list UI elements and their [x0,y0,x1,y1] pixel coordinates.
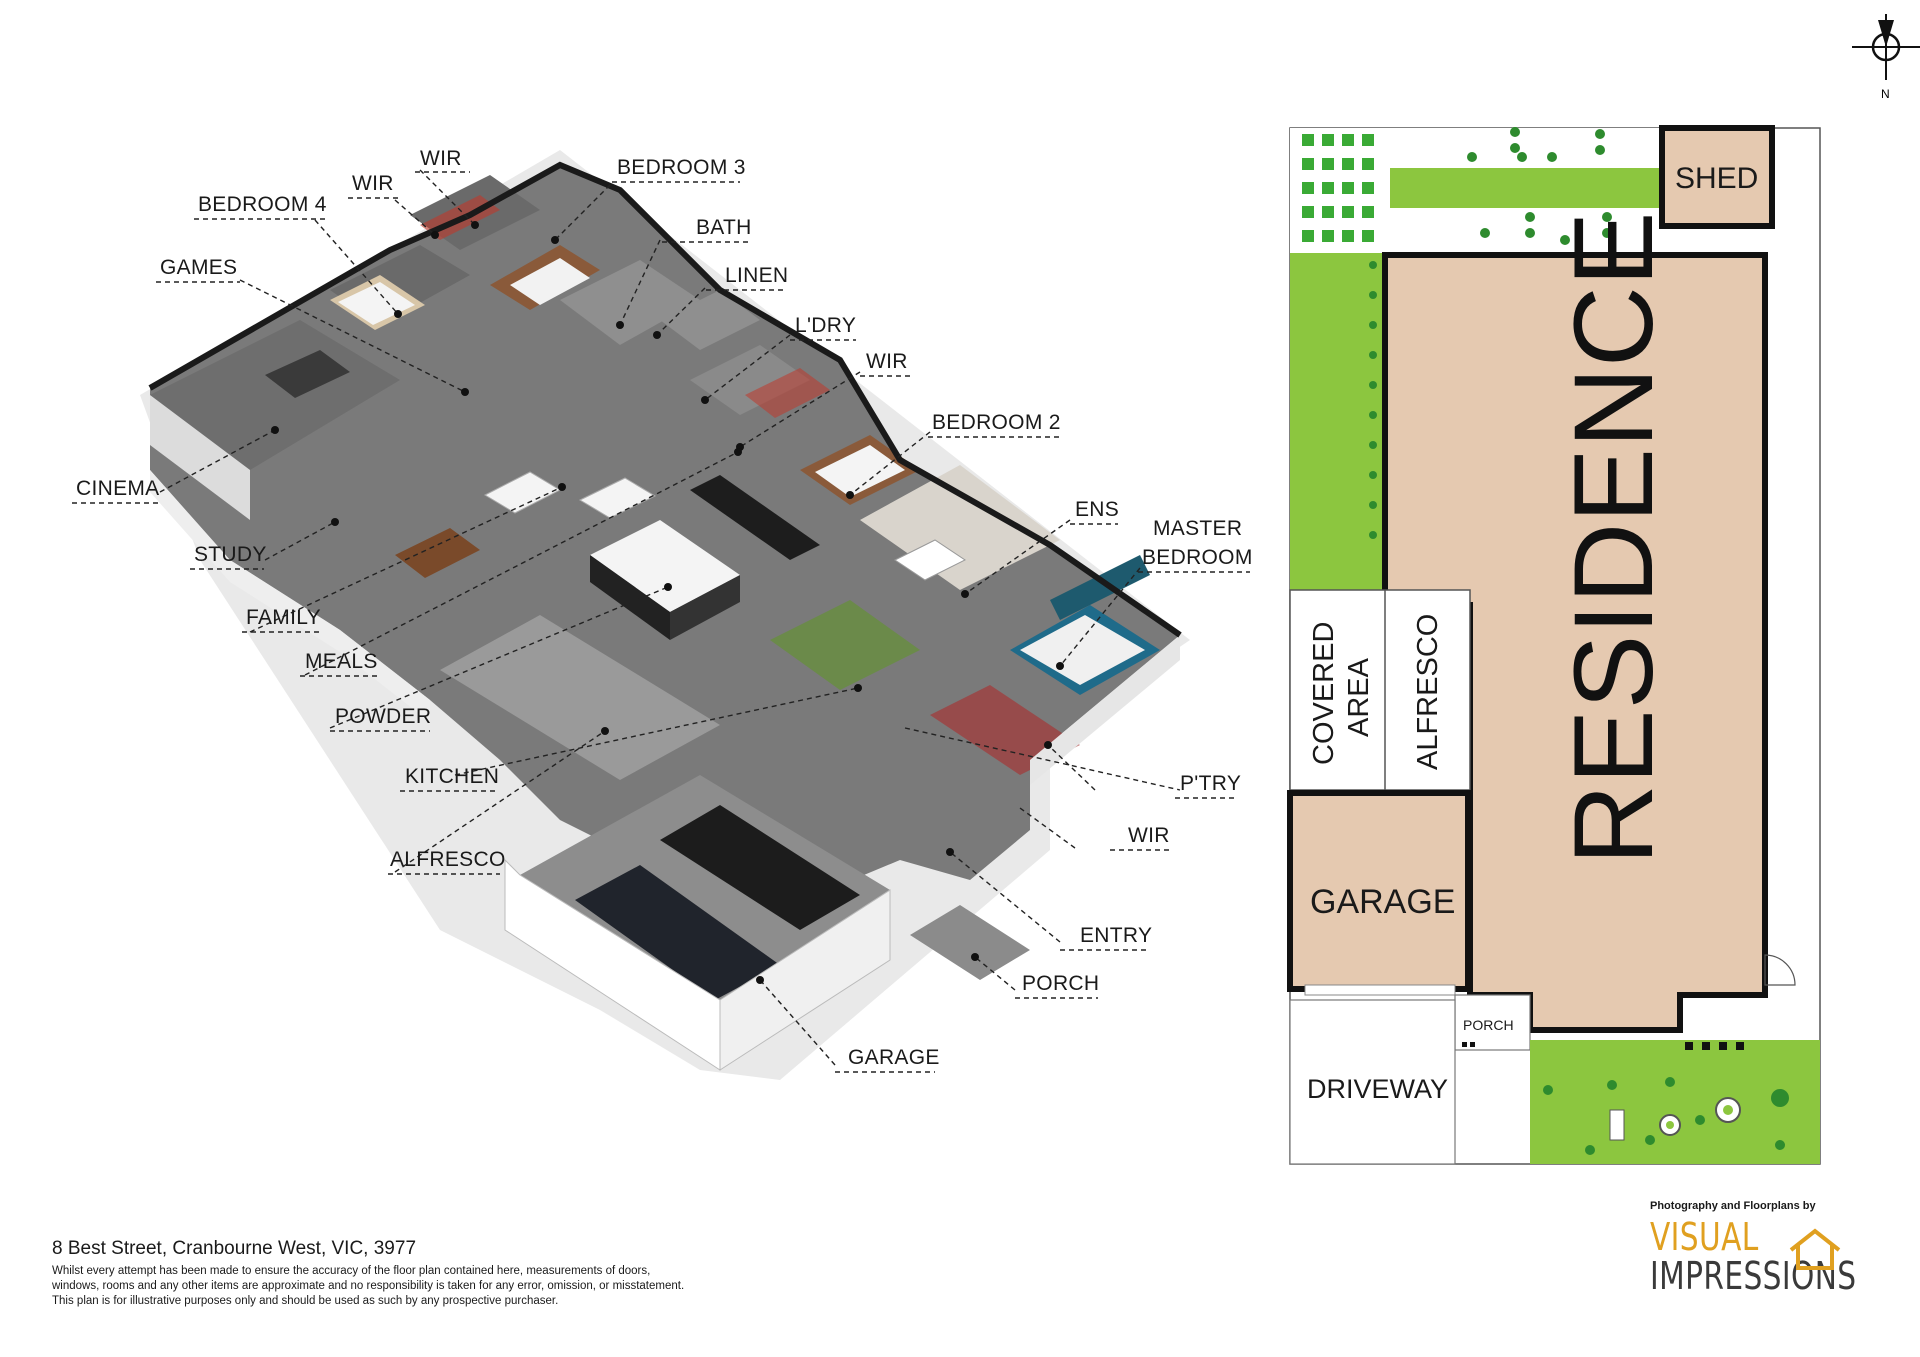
shed [1659,125,1775,229]
label-entry: ENTRY [1080,924,1152,947]
label-master-2: BEDROOM [1142,546,1253,569]
porch-site-label: PORCH [1463,1017,1514,1033]
alfresco-site-label: ALFRESCO [1412,614,1444,770]
label-linen: LINEN [725,264,788,287]
disclaimer-line-1: Whilst every attempt has been made to en… [52,1265,651,1277]
label-wir-left: WIR [352,172,394,195]
label-kitchen: KITCHEN [405,765,499,788]
label-powder: POWDER [335,705,431,728]
covered-label-2: AREA [1343,657,1375,737]
label-wir-low: WIR [1128,824,1170,847]
credit-line: Photography and Floorplans by [1650,1200,1816,1212]
brand-name-bottom: IMPRESSIONS [1650,1254,1857,1298]
label-porch: PORCH [1022,972,1099,995]
driveway-label: DRIVEWAY [1307,1074,1448,1104]
label-games: GAMES [160,256,237,279]
footer: 8 Best Street, Cranbourne West, VIC, 397… [52,1238,832,1309]
iso-labels: WIR WIR BEDROOM 3 BEDROOM 4 BATH GAMES L… [72,147,1253,1073]
label-meals: MEALS [305,650,378,673]
iso-dots [271,221,1064,984]
label-master-1: MASTER [1153,517,1242,540]
label-bedroom-4: BEDROOM 4 [198,193,327,216]
site-plan: SHED RESIDENCE COVERED AREA ALFRESCO GAR… [1287,125,1821,1165]
label-cinema: CINEMA [76,477,159,500]
iso-leaders [159,169,1181,1066]
shed-label: SHED [1675,162,1758,195]
label-study: STUDY [194,543,267,566]
disclaimer-line-3: This plan is for illustrative purposes o… [52,1295,559,1307]
label-wir-mid: WIR [866,350,908,373]
residence-label: RESIDENCE [1551,212,1676,865]
label-ens: ENS [1075,498,1119,521]
isometric-house [140,150,1190,1080]
garage-site-label: GARAGE [1310,883,1455,921]
label-ptry: P'TRY [1180,772,1241,795]
photographer-credit: Photography and Floorplans by VISUAL IMP… [1650,1200,1880,1296]
house-logo-icon [1789,1228,1841,1270]
label-bedroom-2: BEDROOM 2 [932,411,1061,434]
brand-name-top: VISUAL [1650,1215,1759,1259]
disclaimer: Whilst every attempt has been made to en… [52,1264,832,1309]
disclaimer-line-2: windows, rooms and any other items are a… [52,1280,685,1292]
north-label: N [1881,87,1890,101]
property-address: 8 Best Street, Cranbourne West, VIC, 397… [52,1238,417,1259]
label-garage-iso: GARAGE [848,1046,940,1069]
label-family: FAMILY [246,606,321,629]
label-laundry: L'DRY [795,314,856,337]
label-bedroom-3: BEDROOM 3 [617,156,746,179]
label-bath: BATH [696,216,752,239]
label-wir-top: WIR [420,147,462,170]
covered-label-1: COVERED [1308,622,1340,765]
north-arrow-icon: N [1852,14,1920,101]
label-alfresco: ALFRESCO [390,848,506,871]
